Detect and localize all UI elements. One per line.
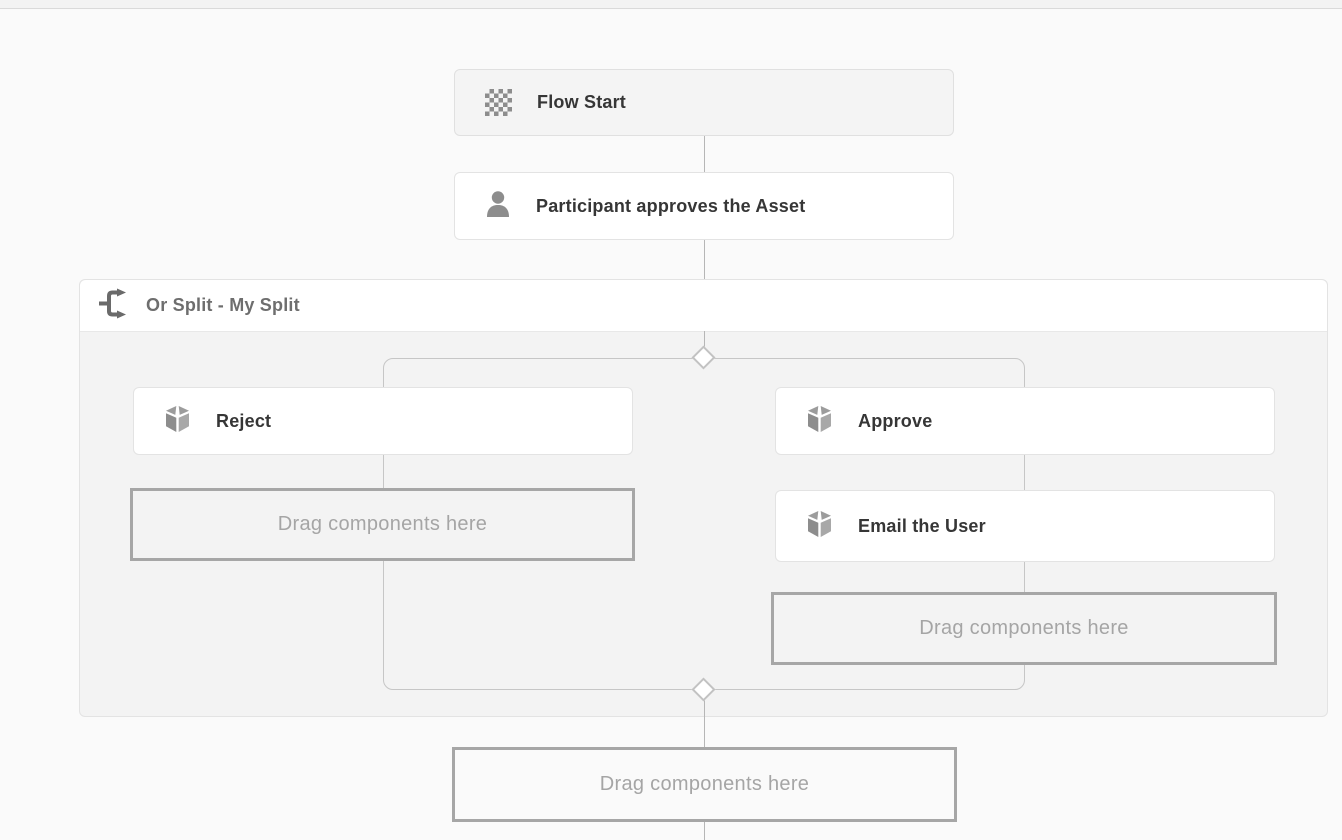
or-split-header[interactable]: Or Split - My Split <box>80 280 1327 332</box>
node-participant-label: Participant approves the Asset <box>536 195 806 216</box>
dropzone-bottom-label: Drag components here <box>599 773 810 795</box>
dropzone-bottom[interactable]: Drag components here <box>452 747 957 822</box>
dropzone-right-label: Drag components here <box>919 617 1129 639</box>
node-email-label: Email the User <box>858 515 986 536</box>
dropzone-right-branch[interactable]: Drag components here <box>771 592 1277 665</box>
user-icon <box>485 190 511 223</box>
node-approve-step[interactable]: Approve <box>775 387 1275 455</box>
node-reject-step[interactable]: Reject <box>133 387 633 455</box>
component-box-icon <box>806 405 833 438</box>
dropzone-left-branch[interactable]: Drag components here <box>130 488 635 561</box>
node-flow-start-label: Flow Start <box>537 92 627 112</box>
connector-rail-to-dropzone <box>704 698 705 747</box>
connector-participant-to-split <box>704 240 705 279</box>
node-approve-label: Approve <box>858 410 933 431</box>
connector-start-to-participant <box>704 136 705 172</box>
dropzone-left-label: Drag components here <box>277 513 488 535</box>
top-edge-divider <box>0 0 1342 9</box>
node-participant-step[interactable]: Participant approves the Asset <box>454 172 954 240</box>
node-reject-label: Reject <box>216 410 272 431</box>
component-box-icon <box>164 405 191 438</box>
or-split-title: Or Split - My Split <box>146 295 300 315</box>
connector-header-to-rail <box>704 331 705 358</box>
component-box-icon <box>806 510 833 543</box>
node-email-step[interactable]: Email the User <box>775 490 1275 562</box>
split-icon <box>98 288 132 324</box>
node-flow-start[interactable]: Flow Start <box>454 69 954 136</box>
connector-dropzone-to-edge <box>704 822 705 840</box>
checkerboard-icon <box>485 89 512 116</box>
